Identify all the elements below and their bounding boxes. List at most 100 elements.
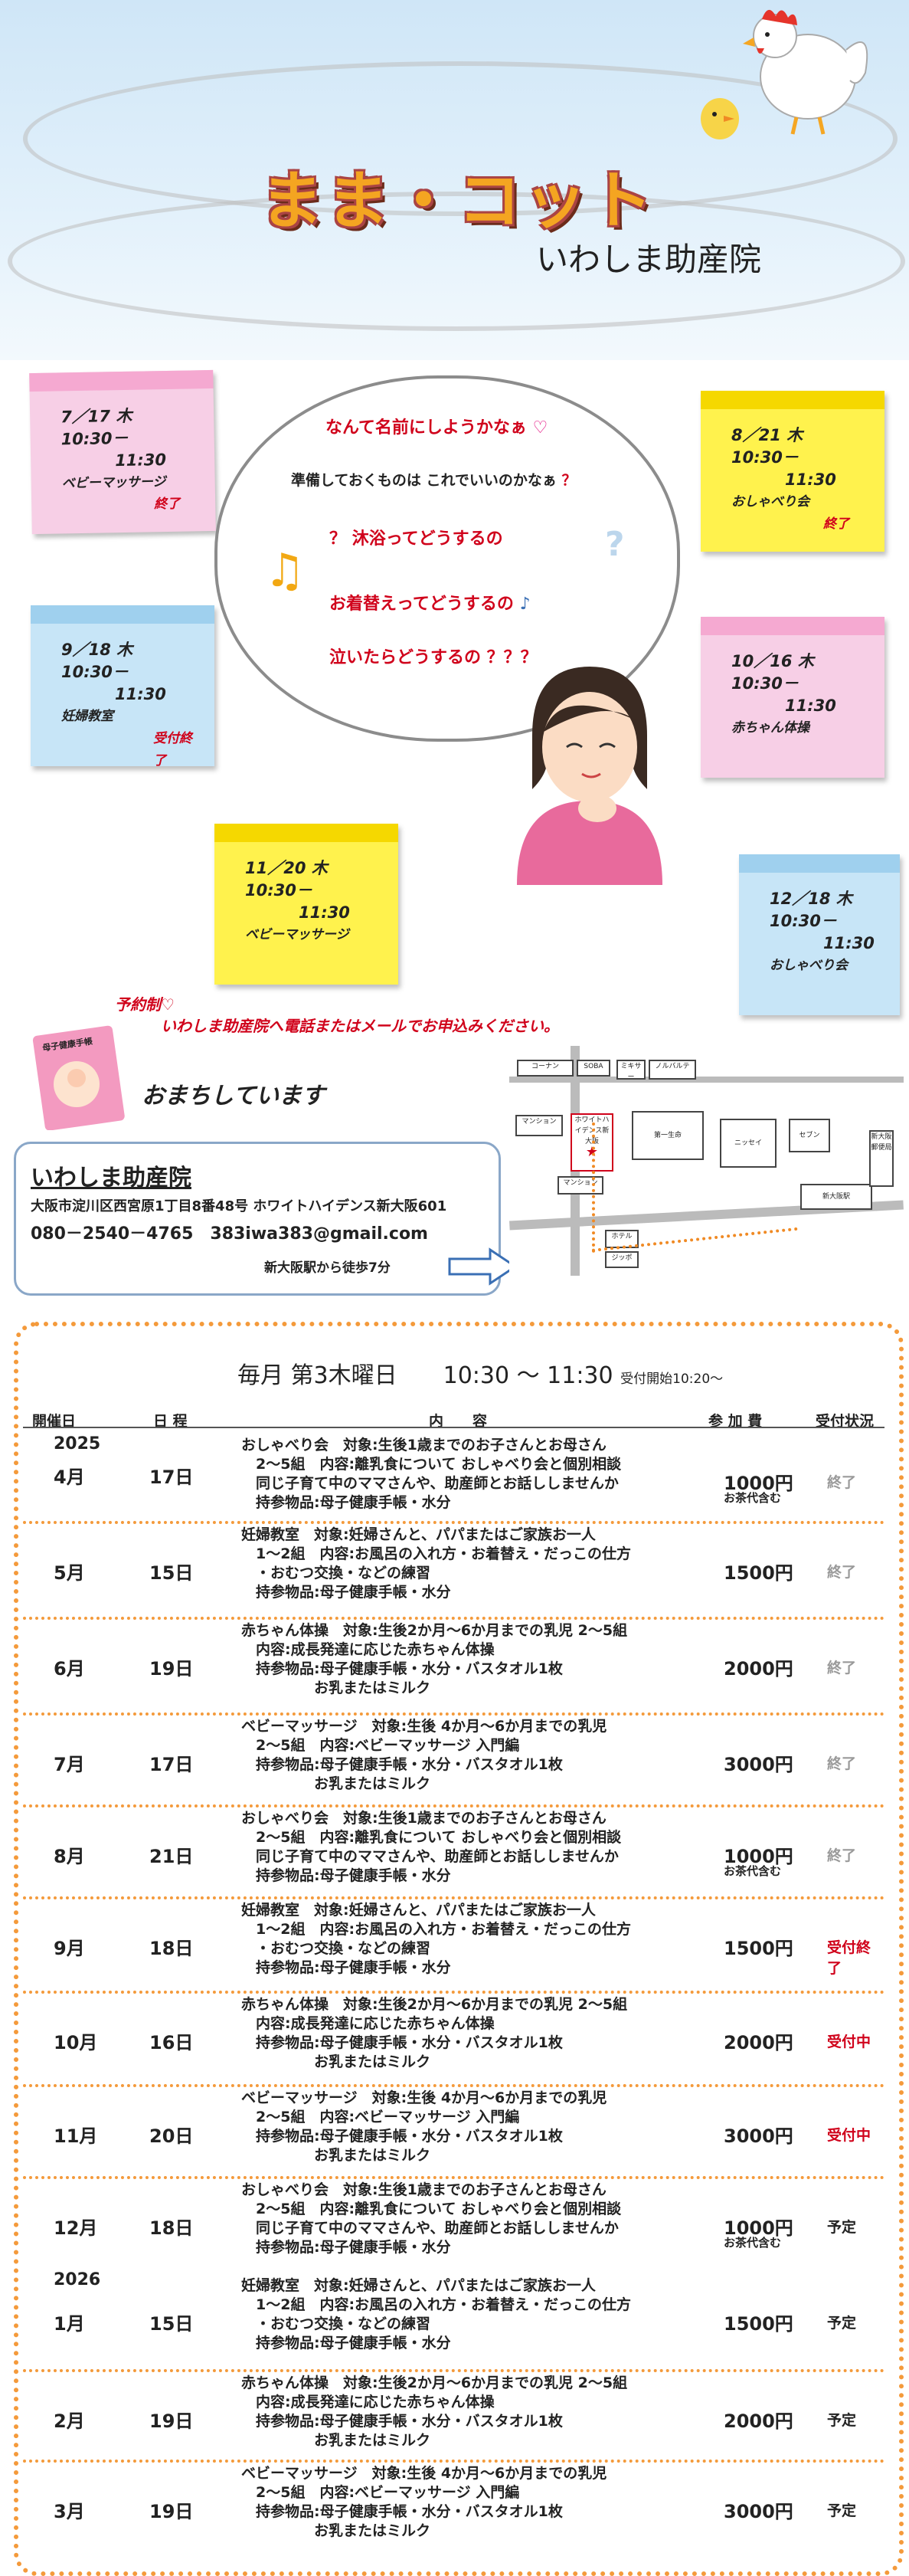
map-road: [509, 1077, 904, 1083]
day-cell: 19日: [149, 1658, 194, 1680]
content-line: お乳またはミルク: [241, 2053, 431, 2070]
month-cell: 3月: [54, 2501, 85, 2522]
month-cell: 11月: [54, 2125, 98, 2147]
content-line: 妊婦教室 対象:妊婦さんと、パパまたはご家族お一人: [241, 1526, 596, 1543]
map-building: 新大阪駅: [800, 1184, 872, 1210]
content-line: 妊婦教室 対象:妊婦さんと、パパまたはご家族お一人: [241, 1902, 596, 1919]
chick-icon: [701, 98, 739, 139]
content-line: 2～5組 内容:離乳食について おしゃべり会と個別相談: [241, 1829, 622, 1846]
content-line: 持参物品:母子健康手帳・水分: [241, 2239, 451, 2256]
month-cell: 5月: [54, 1562, 85, 1584]
content-line: ・おむつ交換・などの練習: [241, 1940, 431, 1957]
fee-note: お茶代含む: [724, 1864, 782, 1878]
status-badge: 終了: [827, 1564, 857, 1581]
fee-cell: 2000円: [724, 1658, 793, 1680]
cloud-question: なんて名前にしようかなぁ ♡: [325, 418, 548, 438]
month-cell: 1月: [54, 2313, 85, 2335]
fee-cell: 1500円: [724, 1562, 793, 1584]
table-row: 8月 21日 おしゃべり会 対象:生後1歳までのお子さんとお母さん 2～5組 内容:…: [23, 1804, 884, 1893]
fee-cell: 3000円: [724, 2501, 793, 2522]
content-line: 内容:成長発達に応じた赤ちゃん体操: [241, 2394, 495, 2410]
fee-cell: 1500円: [724, 2313, 793, 2335]
fee-cell: 3000円: [724, 2125, 793, 2147]
status-badge: 予定: [827, 2502, 857, 2519]
music-note-icon: ♫: [264, 544, 306, 598]
status-badge: 受付中: [827, 2034, 871, 2050]
map-building: セブン: [789, 1119, 830, 1152]
row-divider: [23, 1896, 884, 1899]
content-line: おしゃべり会 対象:生後1歳までのお子さんとお母さん: [241, 1810, 607, 1827]
status-badge: 終了: [827, 1755, 857, 1772]
content-line: 2～5組 内容:離乳食について おしゃべり会と個別相談: [241, 2201, 622, 2217]
fee-cell: 1500円: [724, 1938, 793, 1959]
header-divider: [23, 1427, 884, 1428]
day-cell: 20日: [149, 2125, 194, 2147]
day-cell: 19日: [149, 2410, 194, 2432]
clinic-contact[interactable]: 080－2540－4765 383iwa383@gmail.com: [31, 1224, 428, 1244]
fee-cell: 1000円: [724, 1846, 793, 1867]
col-header-date: 開催日: [32, 1413, 77, 1430]
decor-ring: [8, 192, 905, 331]
content-line: 1～2組 内容:お風呂の入れ方・お着替え・だっこの仕方: [241, 1545, 632, 1562]
content-line: ・おむつ交換・などの練習: [241, 2315, 431, 2332]
month-cell: 4月: [54, 1467, 85, 1488]
content-line: 持参物品:母子健康手帳・水分: [241, 1584, 451, 1601]
map-building: マンション: [557, 1176, 603, 1195]
fee-cell: 2000円: [724, 2410, 793, 2432]
day-cell: 19日: [149, 2501, 194, 2522]
map-building: 新大阪郵便局: [869, 1130, 894, 1187]
content-line: 持参物品:母子健康手帳・水分・バスタオル1枚: [241, 2034, 563, 2051]
status-badge: 終了: [827, 1847, 857, 1864]
contact-box: [14, 1142, 501, 1296]
day-cell: 21日: [149, 1846, 194, 1867]
col-header-day: 日 程: [153, 1413, 188, 1430]
col-header-fee: 参 加 費: [708, 1413, 763, 1430]
status-badge: 予定: [827, 2219, 857, 2236]
content-line: おしゃべり会 対象:生後1歳までのお子さんとお母さん: [241, 2181, 607, 2198]
chicken-icon: [743, 9, 868, 135]
month-cell: 2月: [54, 2410, 85, 2432]
map-building: ミキサー: [616, 1060, 646, 1081]
map-building: ジッポ: [605, 1251, 639, 1268]
clinic-name: いわしま助産院: [31, 1165, 191, 1191]
schedule-heading: 毎月 第3木曜日 10:30 ～ 11:30 受付開始10:20～: [237, 1362, 724, 1389]
reservation-text: いわしま助産院へ電話またはメールでお申込みください。: [161, 1017, 559, 1035]
map-building: 第一生命: [632, 1111, 704, 1160]
fee-cell: 3000円: [724, 1754, 793, 1775]
row-divider: [23, 2369, 884, 2372]
content-line: 1～2組 内容:お風呂の入れ方・お着替え・だっこの仕方: [241, 2296, 632, 2313]
access-map: コーナン SOBA ミキサー ノルバルテ マンション ホワイトハイデンス新大阪★…: [509, 1046, 904, 1283]
content-line: お乳またはミルク: [241, 2147, 431, 2164]
header-banner: まま・コット いわしま助産院: [0, 0, 909, 360]
content-line: ベビーマッサージ 対象:生後 4か月～6か月までの乳児: [241, 1718, 607, 1735]
content-line: 2～5組 内容:ベビーマッサージ 入門編: [241, 1737, 520, 1754]
status-badge: 予定: [827, 2315, 857, 2332]
woman-thinking-illustration: [517, 667, 662, 885]
map-building: SOBA: [577, 1060, 610, 1077]
content-line: 持参物品:母子健康手帳・水分・バスタオル1枚: [241, 2413, 563, 2430]
row-divider: [23, 1804, 884, 1807]
row-divider: [23, 2176, 884, 2179]
day-cell: 16日: [149, 2032, 194, 2053]
waiting-message: おまちしています: [142, 1083, 325, 1109]
question-mark-icon: ?: [605, 525, 625, 564]
month-cell: 12月: [54, 2217, 98, 2239]
content-line: 赤ちゃん体操 対象:生後2か月～6か月までの乳児 2～5組: [241, 1996, 628, 2013]
content-line: 2～5組 内容:ベビーマッサージ 入門編: [241, 2484, 520, 2501]
month-cell: 8月: [54, 1846, 85, 1867]
maternal-handbook-icon: [32, 1025, 125, 1130]
content-line: 持参物品:母子健康手帳・水分: [241, 2335, 451, 2352]
day-cell: 17日: [149, 1467, 194, 1488]
schedule-frame: [14, 1322, 904, 2576]
content-line: お乳またはミルク: [241, 2432, 431, 2449]
cloud-question: ？ 沐浴ってどうするの: [329, 529, 503, 549]
